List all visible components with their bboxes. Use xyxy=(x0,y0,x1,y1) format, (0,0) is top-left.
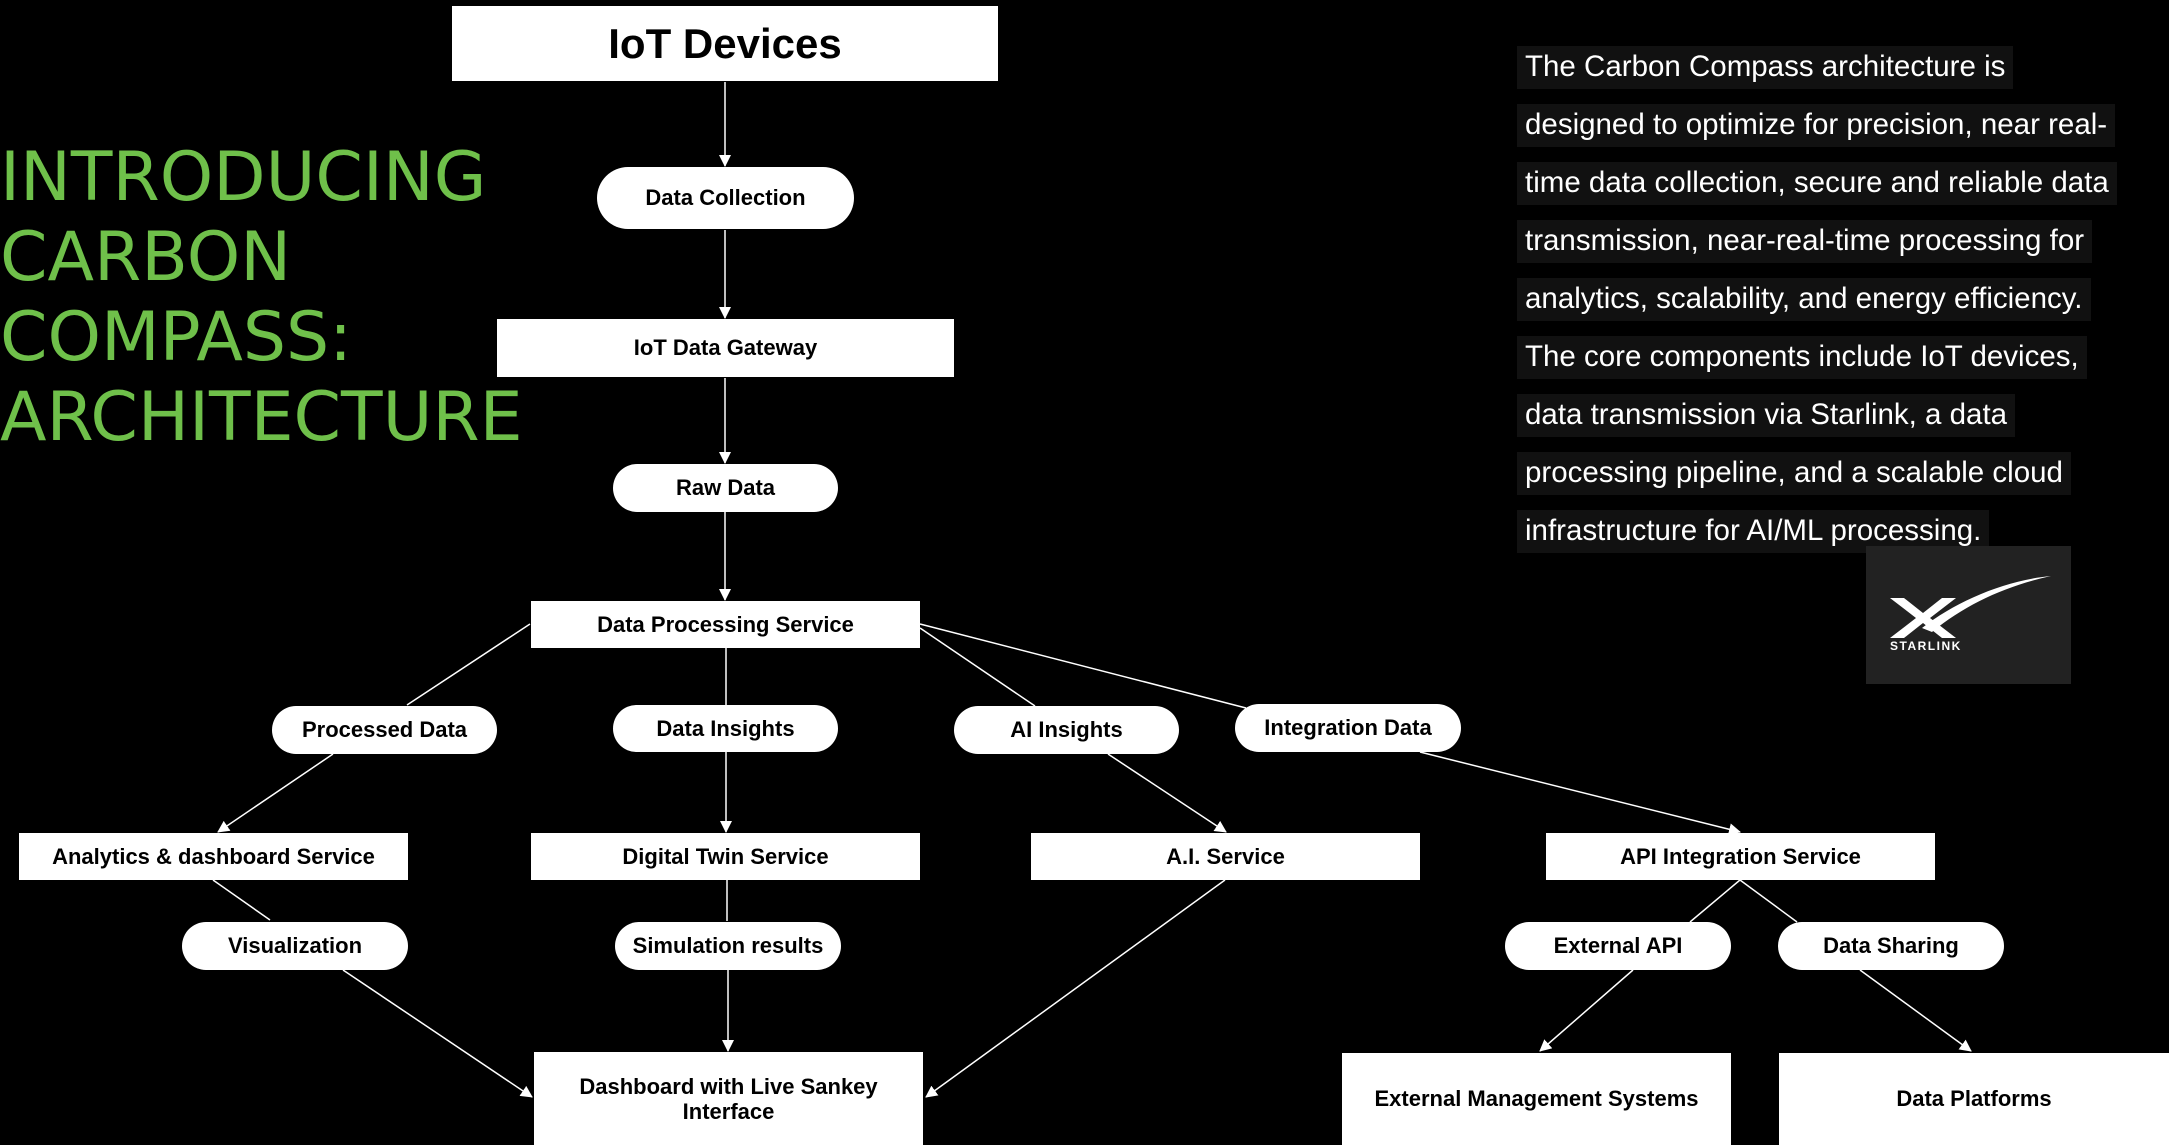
title-line-4: ARCHITECTURE xyxy=(0,378,523,457)
node-raw-data: Raw Data xyxy=(613,464,838,512)
edge-visualization-to-dashboard xyxy=(342,969,533,1098)
node-data-processing-service: Data Processing Service xyxy=(531,601,920,648)
title-line-3: COMPASS: xyxy=(0,298,353,377)
node-data-sharing: Data Sharing xyxy=(1778,922,2004,970)
title-line-1: INTRODUCING xyxy=(0,138,487,217)
node-ai-insights: AI Insights xyxy=(954,706,1179,754)
node-visualization: Visualization xyxy=(182,922,408,970)
starlink-label: STARLINK xyxy=(1890,639,1962,653)
starlink-logo: STARLINK xyxy=(1866,546,2071,684)
edge-ai-insights-to-ai-service xyxy=(1107,753,1227,833)
edge-data-sharing-to-platforms xyxy=(1859,969,1972,1052)
edge-api-to-data-sharing xyxy=(1739,879,1798,923)
title-line-2: CARBON xyxy=(0,218,292,297)
node-data-platforms: Data Platforms xyxy=(1779,1053,2169,1145)
edge-ai-service-to-dashboard xyxy=(925,879,1226,1098)
node-ai-service: A.I. Service xyxy=(1031,833,1420,880)
node-dashboard-live-sankey: Dashboard with Live Sankey Interface xyxy=(534,1052,923,1145)
edge-processing-to-integration xyxy=(919,623,1247,709)
node-iot-data-gateway: IoT Data Gateway xyxy=(497,319,954,377)
edge-processed-to-analytics xyxy=(217,753,334,833)
node-external-api: External API xyxy=(1505,922,1731,970)
architecture-description: The Carbon Compass architecture is desig… xyxy=(1517,38,2117,560)
node-data-collection: Data Collection xyxy=(597,167,854,229)
edge-api-to-external-api xyxy=(1689,879,1741,923)
node-digital-twin-service: Digital Twin Service xyxy=(531,833,920,880)
edge-processing-to-processed xyxy=(406,623,531,706)
node-simulation-results: Simulation results xyxy=(615,922,841,970)
starlink-logo-icon xyxy=(1890,576,2051,638)
edge-integration-to-api xyxy=(1419,751,1741,836)
description-text: The Carbon Compass architecture is desig… xyxy=(1517,46,2117,553)
edge-analytics-to-visualization xyxy=(212,879,271,921)
node-external-management-systems: External Management Systems xyxy=(1342,1053,1731,1145)
page-title: INTRODUCING CARBON COMPASS: ARCHITECTURE xyxy=(0,138,523,458)
edge-external-api-to-mgmt xyxy=(1539,969,1634,1052)
edge-processing-to-ai-insights xyxy=(919,627,1036,707)
node-integration-data: Integration Data xyxy=(1235,704,1461,752)
node-iot-devices: IoT Devices xyxy=(452,6,998,81)
node-data-insights: Data Insights xyxy=(613,705,838,752)
node-api-integration-service: API Integration Service xyxy=(1546,833,1935,880)
node-processed-data: Processed Data xyxy=(272,706,497,754)
node-analytics-dashboard-service: Analytics & dashboard Service xyxy=(19,833,408,880)
